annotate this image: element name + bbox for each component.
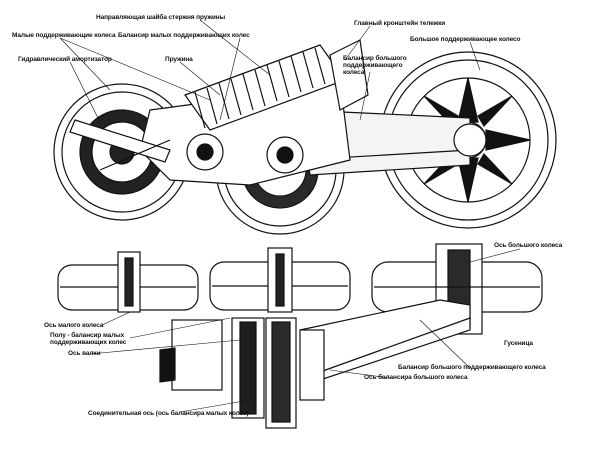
label-big-wheel-axle: Ось большого колеса [494,242,563,249]
label-small-wheels: Малые поддерживающие колеса [12,32,116,39]
small-wheel-pair-middle [209,247,351,313]
label-spring-guide: Направляющая шайба стержня пружины [96,14,226,21]
small-wheel-pair-left [57,251,199,313]
label-big-wheel: Большое поддерживающее колесо [410,36,521,43]
spring [184,44,346,131]
label-big-balancer-axle: Ось балансира большого колеса [364,374,468,381]
axle-assembly [159,317,325,429]
label-spring: Пружина [165,56,193,63]
label-big-balancer-top: Балансир большого поддерживающего колеса [343,55,407,76]
label-big-balancer-bottom: Балансир большого поддерживающего колеса [398,364,546,371]
label-hull-axle: Ось валки [68,350,101,357]
label-main-bracket: Главный кронштейн тележки [354,20,446,27]
label-track: Гусеница [504,340,533,347]
label-small-balancer: Балансир малых поддерживающих колес [118,32,250,39]
label-half-balancer: Полу - балансир малых поддерживающих кол… [50,332,127,346]
label-connecting-axle: Соединительная ось (ось балансира малых … [88,410,249,417]
label-small-wheel-axle: Ось малого колеса [44,322,104,329]
label-hydraulic-damper: Гидравлический амортизатор [18,56,112,63]
